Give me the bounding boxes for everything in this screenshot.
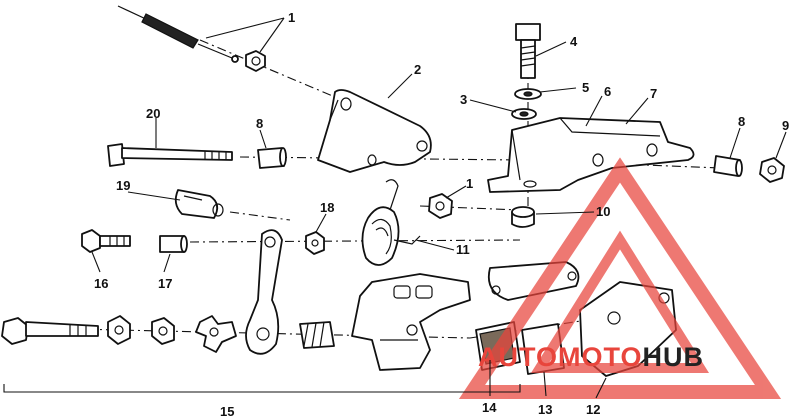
watermark-brand-text: AUTOMOTOHUB [478, 342, 704, 372]
bottom-bolt-assembly [1, 315, 335, 353]
callout-5: 5 [582, 80, 589, 95]
washer-lower [511, 108, 537, 120]
cable-with-threaded-end [117, 5, 266, 72]
callout-19: 19 [116, 178, 130, 193]
callout-12: 12 [586, 402, 600, 417]
hex-nut-middle [428, 193, 453, 219]
callout-18: 18 [320, 200, 334, 215]
callout-17: 17 [158, 276, 172, 291]
torsion-spring [361, 179, 421, 266]
short-bolt [81, 229, 131, 253]
bushing [511, 206, 535, 228]
long-bolt [107, 143, 233, 167]
span-bracket-15 [3, 384, 521, 393]
autotomo-watermark-logo [458, 157, 782, 399]
vertical-bolt [515, 23, 541, 79]
callout-11: 11 [456, 242, 470, 257]
callout-1-middle: 1 [466, 176, 473, 191]
lever-arm [245, 229, 283, 355]
support-plate-12 [579, 281, 677, 377]
spacer-tube-right [713, 155, 743, 177]
callout-6: 6 [604, 84, 611, 99]
callout-20: 20 [146, 106, 160, 121]
callout-16: 16 [94, 276, 108, 291]
callout-15: 15 [220, 404, 234, 419]
spacer-tube-left [257, 147, 287, 169]
lower-housing [351, 273, 471, 371]
watermark-triangle-outer [458, 157, 782, 399]
callout-3: 3 [460, 92, 467, 107]
hex-nut-right [759, 157, 785, 183]
callout-1-top: 1 [288, 10, 295, 25]
callout-10: 10 [596, 204, 610, 219]
callout-labels: 1 2 3 4 5 6 7 8 9 10 11 12 13 14 15 16 1… [94, 10, 789, 419]
washer-upper [514, 88, 542, 100]
callout-8-left: 8 [256, 116, 263, 131]
leader-lines [91, 17, 787, 399]
callout-8-right: 8 [738, 114, 745, 129]
callout-13: 13 [538, 402, 552, 417]
watermark-triangle-inner [530, 230, 710, 373]
bracket-plate [317, 89, 432, 173]
callout-2: 2 [414, 62, 421, 77]
callout-9: 9 [782, 118, 789, 133]
callout-4: 4 [570, 34, 578, 49]
callout-7: 7 [650, 86, 657, 101]
sleeve [159, 235, 188, 253]
hex-nut-small [305, 231, 325, 255]
main-bracket [487, 117, 695, 193]
clevis-fork [174, 189, 224, 219]
callout-14: 14 [482, 400, 497, 415]
